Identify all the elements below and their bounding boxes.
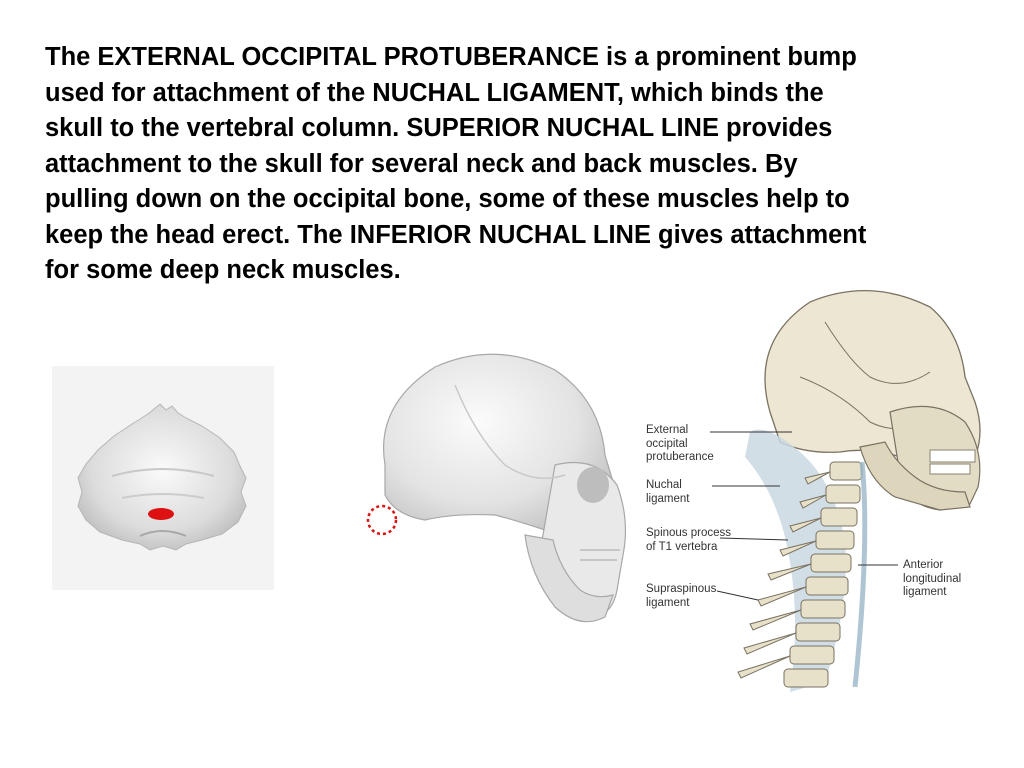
occipital-bone-shape [77,403,247,551]
text-line: pulling down on the occipital bone, some… [45,185,850,213]
mandible-shape [524,534,614,623]
orbit [577,467,609,503]
occipital-protuberance-marker [366,504,398,536]
occipital-bone-illustration [77,403,247,551]
label-nuchal-ligament: Nuchal ligament [646,479,690,505]
label-supraspinous-ligament: Supraspinous ligament [646,583,717,609]
text-line: used for attachment of the NUCHAL LIGAME… [45,78,824,107]
neck-ligaments-diagram [640,282,1024,702]
text-line: skull to the vertebral column. SUPERIOR … [45,114,833,142]
neck-ligaments-illustration [710,290,981,692]
skull-lateral-image [355,345,645,635]
occipital-bone-image [52,366,274,590]
leader-lines [710,431,898,601]
mandible-lateral [859,441,971,511]
text-line: The EXTERNAL OCCIPITAL PROTUBERANCE is a… [45,43,857,71]
label-external-occipital-protuberance: External occipital protuberance [646,424,714,463]
text-line: keep the head erect. The INFERIOR NUCHAL… [45,220,867,249]
description-text: The EXTERNAL OCCIPITAL PROTUBERANCE is a… [45,40,980,289]
external-occipital-protuberance-highlight [148,508,174,520]
text-line: attachment to the skull for several neck… [45,149,798,178]
text-line: for some deep neck muscles. [45,256,401,284]
label-anterior-longitudinal-ligament: Anterior longitudinal ligament [903,559,962,598]
cervical-spine [737,461,863,688]
label-spinous-process-t1: Spinous process of T1 vertebra [646,527,732,553]
anterior-longitudinal-ligament [852,461,868,688]
skull-lateral-illustration [366,353,627,623]
